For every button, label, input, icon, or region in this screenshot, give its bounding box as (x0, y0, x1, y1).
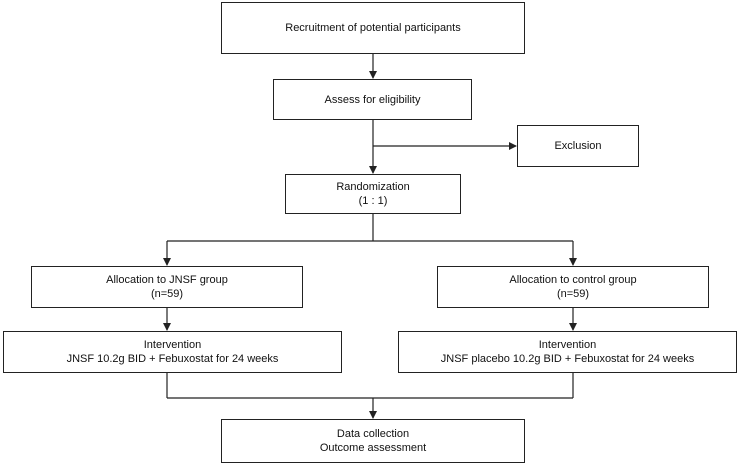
allocation-control-label: Allocation to control group (509, 274, 637, 286)
allocation-jnsf-count: (n=59) (150, 288, 184, 300)
outcome-assessment-label: Outcome assessment (319, 442, 427, 454)
randomization-label: Randomization (336, 181, 410, 193)
data-collection-label: Data collection (336, 428, 410, 440)
intervention-control-title: Intervention (538, 339, 597, 351)
exclusion-box: Exclusion (517, 125, 639, 167)
randomization-ratio: (1 : 1) (358, 195, 388, 207)
intervention-jnsf-box: Intervention JNSF 10.2g BID + Febuxostat… (3, 331, 342, 373)
randomization-box: Randomization (1 : 1) (285, 174, 461, 214)
assess-eligibility-box: Assess for eligibility (273, 79, 472, 120)
intervention-control-box: Intervention JNSF placebo 10.2g BID + Fe… (398, 331, 737, 373)
assess-eligibility-label: Assess for eligibility (324, 93, 421, 106)
allocation-jnsf-box: Allocation to JNSF group (n=59) (31, 266, 303, 308)
data-collection-box: Data collection Outcome assessment (221, 419, 525, 463)
allocation-control-count: (n=59) (556, 288, 590, 300)
allocation-control-box: Allocation to control group (n=59) (437, 266, 709, 308)
intervention-jnsf-title: Intervention (143, 339, 202, 351)
exclusion-label: Exclusion (554, 140, 602, 152)
intervention-control-detail: JNSF placebo 10.2g BID + Febuxostat for … (440, 353, 695, 365)
recruitment-label: Recruitment of potential participants (285, 22, 461, 34)
recruitment-box: Recruitment of potential participants (221, 2, 525, 54)
intervention-jnsf-detail: JNSF 10.2g BID + Febuxostat for 24 weeks (66, 353, 279, 365)
allocation-jnsf-label: Allocation to JNSF group (106, 274, 228, 286)
